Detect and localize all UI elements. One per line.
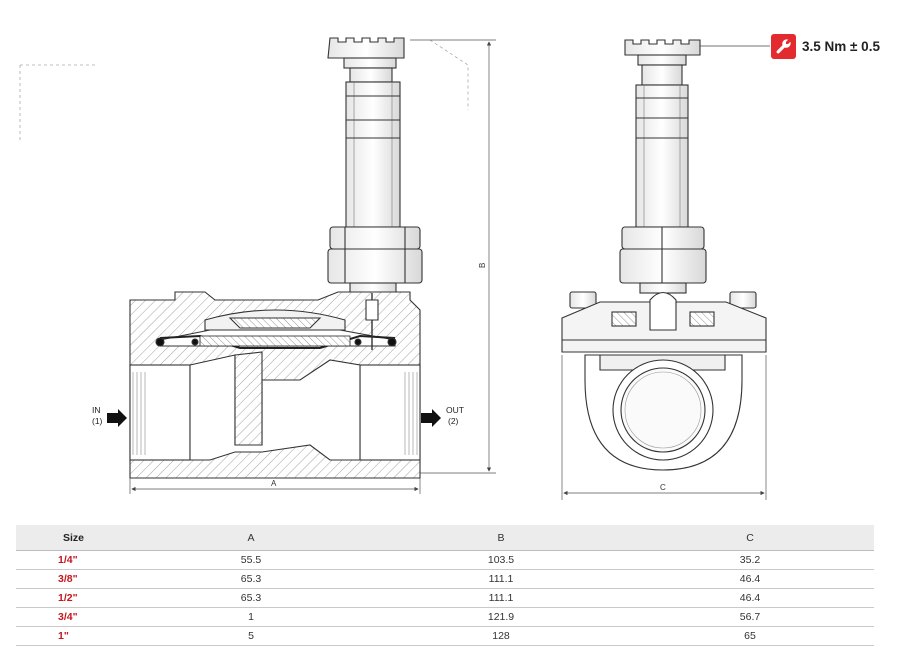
dimensions-table: Size A B C 1/4" 55.5 103.5 35.2 3/8" 65.… [16, 525, 874, 646]
size-cell: 3/8" [16, 569, 126, 589]
dimension-a: A [129, 478, 421, 494]
table-row: 3/8" 65.3 111.1 46.4 [16, 569, 874, 589]
torque-note: 3.5 Nm ± 0.5 [771, 33, 880, 59]
header-b: B [376, 525, 626, 551]
c-cell: 65 [626, 626, 874, 646]
table-row: 1/2" 65.3 111.1 46.4 [16, 588, 874, 608]
a-cell: 1 [126, 607, 376, 627]
front-valve-view [561, 39, 767, 471]
table-row: 3/4" 1 121.9 56.7 [16, 607, 874, 627]
dimension-c-label: C [660, 483, 666, 492]
a-cell: 65.3 [126, 569, 376, 589]
size-cell: 3/4" [16, 607, 126, 627]
b-cell: 121.9 [376, 607, 626, 627]
a-cell: 65.3 [126, 588, 376, 608]
outlet-port-label: (2) [448, 416, 459, 426]
table-row: 1" 5 128 65 [16, 626, 874, 646]
b-cell: 103.5 [376, 550, 626, 570]
torque-value: 3.5 Nm ± 0.5 [802, 38, 880, 54]
b-cell: 128 [376, 626, 626, 646]
a-cell: 55.5 [126, 550, 376, 570]
outlet-label: OUT [446, 405, 464, 415]
b-cell: 111.1 [376, 569, 626, 589]
header-size: Size [16, 525, 126, 551]
dimension-c: C [561, 355, 767, 500]
inlet-marker: IN (1) [92, 405, 127, 427]
dimension-a-label: A [271, 479, 277, 488]
header-a: A [126, 525, 376, 551]
size-cell: 1" [16, 626, 126, 646]
c-cell: 56.7 [626, 607, 874, 627]
c-cell: 35.2 [626, 550, 874, 570]
c-cell: 46.4 [626, 588, 874, 608]
table-row: 1/4" 55.5 103.5 35.2 [16, 550, 874, 570]
sectioned-valve-view [19, 37, 469, 479]
a-cell: 5 [126, 626, 376, 646]
outlet-arrow-icon [421, 409, 441, 427]
inlet-arrow-icon [107, 409, 127, 427]
dimension-b-label: B [478, 263, 487, 268]
table-header-row: Size A B C [16, 525, 874, 551]
inlet-label: IN [92, 405, 101, 415]
valve-technical-drawing: IN (1) OUT (2) A B [19, 37, 770, 500]
c-cell: 46.4 [626, 569, 874, 589]
b-cell: 111.1 [376, 588, 626, 608]
header-c: C [626, 525, 874, 551]
size-cell: 1/2" [16, 588, 126, 608]
inlet-port-label: (1) [92, 416, 103, 426]
dimension-b: B [410, 39, 496, 474]
outlet-marker: OUT (2) [421, 405, 464, 427]
wrench-icon [771, 33, 796, 59]
size-cell: 1/4" [16, 550, 126, 570]
